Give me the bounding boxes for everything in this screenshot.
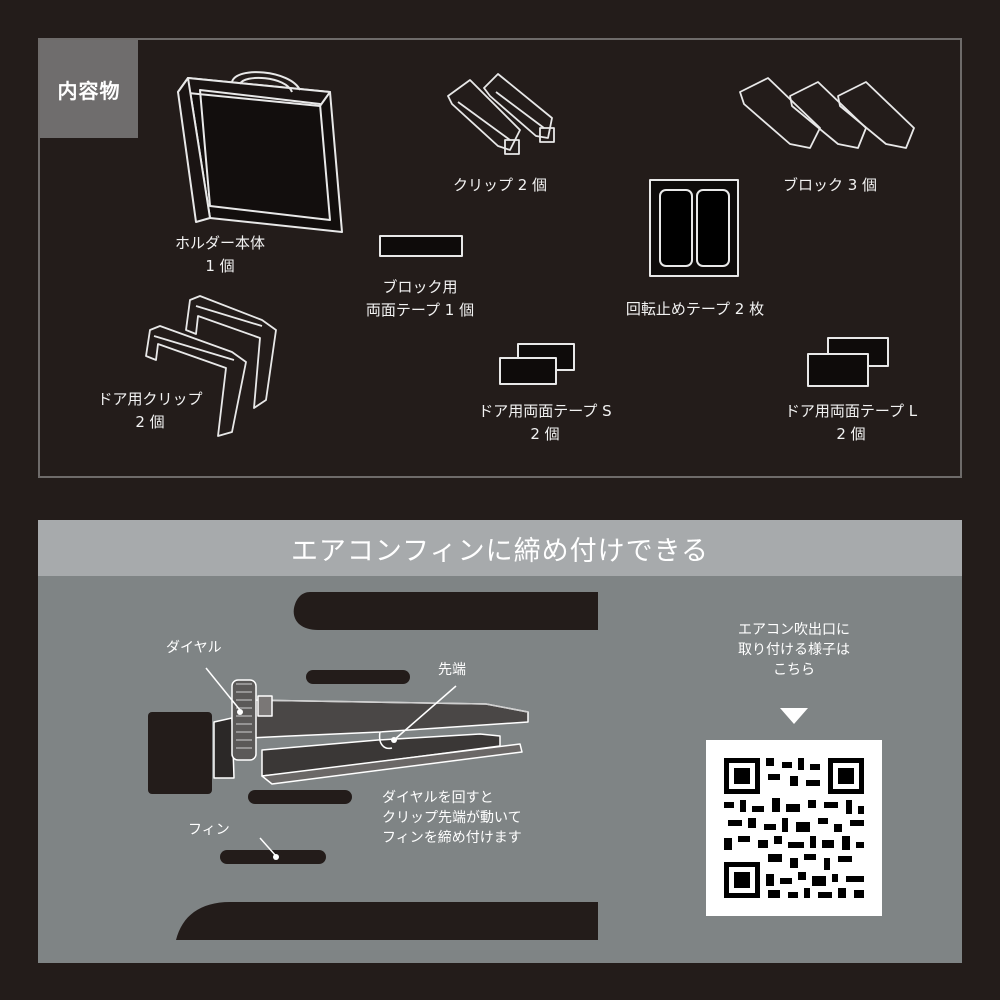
clip-label: クリップ 2 個 [452,176,548,194]
vent-fin-top [293,592,598,630]
qr-caption: エアコン吹出口に 取り付ける様子は こちら [738,622,850,678]
down-arrow-icon [780,708,808,724]
door-clip-illustration [145,295,277,437]
contents-panel [38,38,962,478]
qr-code-icon [724,758,864,898]
block-illustration [739,77,915,149]
door-tape-l-illustration [807,337,889,387]
vent-fin-1 [306,670,410,684]
qr-code[interactable] [706,740,882,916]
clip-illustration [447,73,555,155]
block-tape-label: ブロック用両面テープ 1 個 [365,278,475,319]
holder-back [148,712,212,794]
block-tape-illustration [379,235,463,257]
block-label: ブロック 3 個 [782,176,878,194]
vent-fin-bottom [176,902,598,940]
holder-body-illustration [177,71,343,233]
door-tape-s-illustration [499,343,575,385]
rotation-stop-tape-label: 回転止めテープ 2 枚 [625,300,765,318]
dial-label: ダイヤル [166,640,222,656]
fin-section-title: エアコンフィンに締め付けできる [38,520,962,576]
fin-description: ダイヤルを回すと クリップ先端が動いて フィンを締め付けます [382,790,522,846]
contents-tag: 内容物 [40,40,138,138]
rotation-stop-tape-illustration [649,179,739,277]
fin-label: フィン [188,822,230,838]
clip-diagram [213,679,529,785]
vent-fin-2 [248,790,352,804]
tip-label: 先端 [438,662,466,678]
